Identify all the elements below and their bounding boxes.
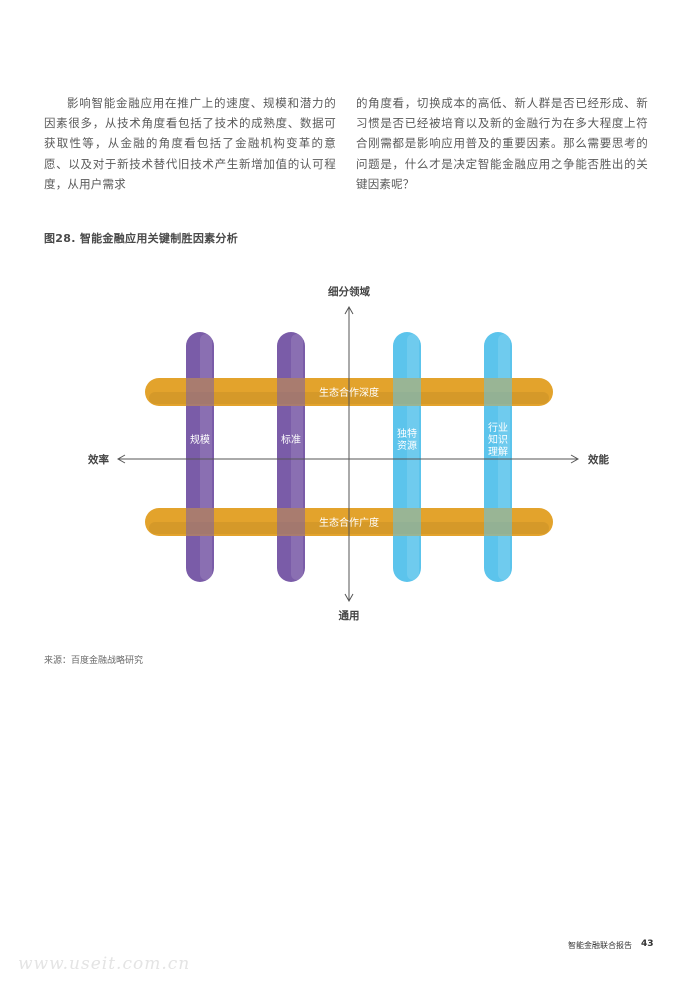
arrow-left-icon [116, 454, 126, 464]
figure-title: 图28. 智能金融应用关键制胜因素分析 [44, 232, 239, 245]
vertical-bar-label: 标准 [281, 434, 301, 446]
bar-crossing [186, 508, 214, 536]
bar-crossing [186, 378, 214, 406]
axis-label-bottom: 通用 [339, 610, 360, 622]
page-number: 43 [641, 939, 654, 949]
arrow-right-icon [570, 454, 580, 464]
watermark: www.useit.com.cn [18, 954, 191, 974]
vertical-bars-front [186, 378, 512, 536]
arrow-down-icon [344, 593, 354, 603]
bar-crossing [277, 508, 305, 536]
bar-crossing [393, 508, 421, 536]
vertical-bar-label: 独特资源 [397, 427, 417, 452]
axes [116, 305, 580, 603]
horizontal-bar-label: 生态合作深度 [319, 386, 379, 399]
horizontal-bar-label: 生态合作广度 [319, 516, 379, 529]
vertical-bar-highlight [407, 334, 419, 580]
vertical-bar-label: 行业知识理解 [488, 421, 508, 458]
bar-crossing [277, 378, 305, 406]
bar-crossing [484, 508, 512, 536]
body-paragraph-left: 影响智能金融应用在推广上的速度、规模和潜力的因素很多，从技术角度看包括了技术的成… [44, 96, 336, 191]
footer-report-name: 智能金融联合报告 [568, 941, 632, 950]
axis-label-left: 效率 [88, 453, 109, 466]
body-paragraph-right: 的角度看，切换成本的高低、新人群是否已经形成、新习惯是否已经被培育以及新的金融行… [356, 96, 648, 191]
vertical-bar-highlight [200, 334, 212, 580]
figure-source: 来源：百度金融战略研究 [44, 656, 144, 666]
vertical-bar-label: 规模 [190, 433, 210, 446]
axis-label-right: 效能 [588, 453, 609, 466]
vertical-bar-highlight [291, 334, 303, 580]
arrow-up-icon [344, 305, 354, 315]
bar-crossing [484, 378, 512, 406]
axis-label-top: 细分领域 [328, 285, 370, 298]
bar-crossing [393, 378, 421, 406]
